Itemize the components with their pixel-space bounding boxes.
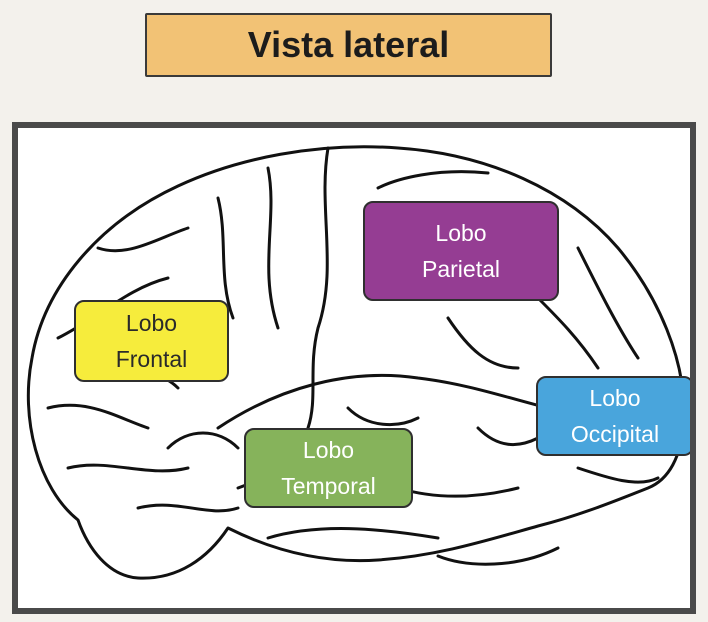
temporal-lobe-line1: Lobo xyxy=(303,432,354,468)
parietal-lobe-label: Lobo Parietal xyxy=(363,201,559,301)
frontal-lobe-label: Lobo Frontal xyxy=(74,300,229,382)
brain-diagram-panel: Lobo Frontal Lobo Parietal Lobo Occipita… xyxy=(12,122,696,614)
diagram-title: Vista lateral xyxy=(248,24,449,66)
frontal-lobe-line1: Lobo xyxy=(126,305,177,341)
occipital-lobe-line2: Occipital xyxy=(571,416,659,452)
title-box: Vista lateral xyxy=(145,13,552,77)
temporal-lobe-line2: Temporal xyxy=(281,468,376,504)
frontal-lobe-line2: Frontal xyxy=(116,341,188,377)
parietal-lobe-line2: Parietal xyxy=(422,251,500,287)
occipital-lobe-line1: Lobo xyxy=(589,380,640,416)
occipital-lobe-label: Lobo Occipital xyxy=(536,376,694,456)
temporal-lobe-label: Lobo Temporal xyxy=(244,428,413,508)
parietal-lobe-line1: Lobo xyxy=(435,215,486,251)
